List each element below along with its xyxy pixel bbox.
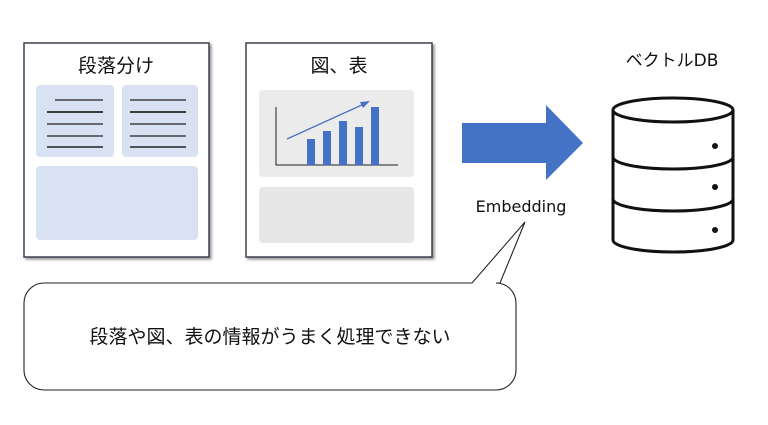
paragraph-document: 段落分け xyxy=(23,42,210,258)
database-icon xyxy=(611,96,735,254)
embedding-arrow-icon xyxy=(462,105,583,180)
bar-chart-icon xyxy=(275,101,398,166)
callout-bubble: 段落や図、表の情報がうまく処理できない xyxy=(23,221,526,391)
text-lines-icon xyxy=(47,99,186,148)
table-panel xyxy=(259,187,414,243)
paragraph-block-right xyxy=(122,85,198,157)
paragraph-document-title: 段落分け xyxy=(78,55,154,77)
figure-document-title: 図、表 xyxy=(310,55,367,77)
chart-panel xyxy=(259,90,414,177)
figure-document: 図、表 xyxy=(245,42,433,258)
paragraph-block-left xyxy=(36,85,114,157)
vector-db-title: ベクトルDB xyxy=(626,51,719,71)
embedding-label: Embedding xyxy=(476,197,567,216)
paragraph-block-bottom xyxy=(36,166,198,240)
callout-text: 段落や図、表の情報がうまく処理できない xyxy=(89,326,450,348)
